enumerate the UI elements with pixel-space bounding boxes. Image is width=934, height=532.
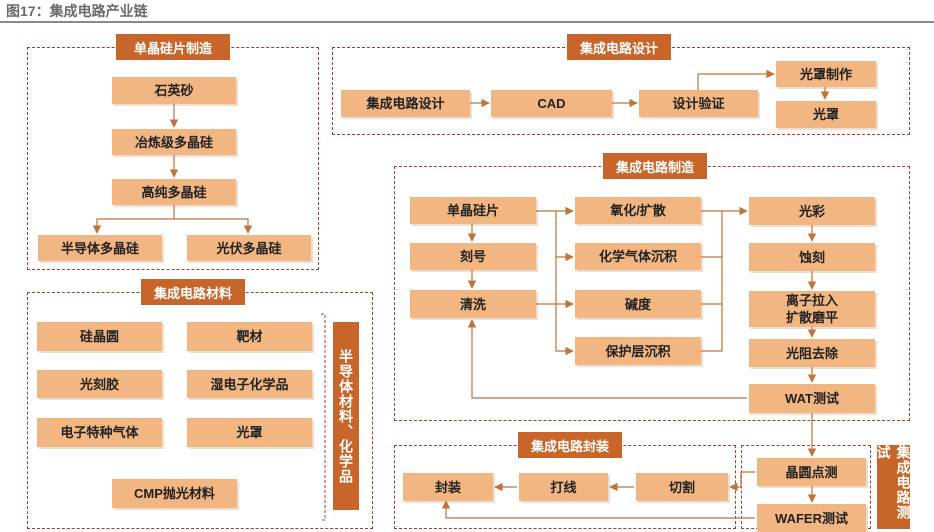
title-divider [0,21,934,23]
materials-section-title: 集成电路材料 [141,279,245,305]
package-step-packaging: 封装 [403,473,493,501]
fab-step-marking: 刻号 [410,243,536,270]
package-step-wire-bonding: 打线 [519,473,608,501]
testing-side-label: 集成电路测试 [877,445,910,529]
materials-side-label: 半导体材料、化学品 [333,322,359,510]
design-section-title: 集成电路设计 [567,34,671,60]
fab-step-cleaning: 清洗 [410,290,536,318]
fab-step-etching: 蚀刻 [749,243,875,271]
fab-step-cvd: 化学气体沉积 [575,243,701,270]
design-step-ic-design: 集成电路设计 [341,90,470,117]
wafer-step-high-purity-silicon: 高纯多晶硅 [112,179,236,205]
material-cmp: CMP抛光材料 [112,479,237,508]
fab-step-passivation: 保护层沉积 [575,337,701,365]
wafer-output-semiconductor: 半导体多晶硅 [38,235,162,261]
fab-step-wat-test: WAT测试 [749,384,875,413]
material-photomask: 光罩 [187,418,312,447]
wafer-step-quartz-sand: 石英砂 [112,77,236,104]
design-step-verification: 设计验证 [639,90,758,117]
design-step-mask: 光罩 [776,101,876,128]
test-step-wafer-test: WAFER测试 [757,504,866,532]
wafer-section-title: 单晶硅片制造 [116,34,230,60]
fab-step-wafer: 单晶硅片 [410,197,536,224]
material-silicon-wafer: 硅晶圆 [37,322,162,351]
wafer-output-photovoltaic: 光伏多晶硅 [187,235,311,261]
design-step-mask-making: 光罩制作 [776,61,876,87]
material-target: 靶材 [187,322,312,351]
fab-step-lithography: 光彩 [749,197,875,225]
package-step-dicing: 切割 [636,473,728,501]
manufacturing-section-title: 集成电路制造 [603,153,707,179]
figure-title: 图17：集成电路产业链 [6,3,148,19]
fab-step-photoresist-removal: 光阻去除 [749,339,875,367]
material-wet-chemicals: 湿电子化学品 [187,370,312,398]
packaging-section-title: 集成电路封装 [518,432,622,458]
fab-step-alkalinity: 碱度 [575,290,701,318]
material-photoresist: 光刻胶 [37,370,162,398]
fab-step-oxidation: 氧化/扩散 [575,197,701,224]
wafer-step-metallurgical-silicon: 冶炼级多晶硅 [112,129,236,155]
test-step-wafer-probe: 晶圆点测 [757,458,866,486]
design-step-cad: CAD [491,90,612,117]
fab-step-ion-implant: 离子拉入 扩散磨平 [749,291,875,327]
material-special-gases: 电子特种气体 [37,418,162,447]
